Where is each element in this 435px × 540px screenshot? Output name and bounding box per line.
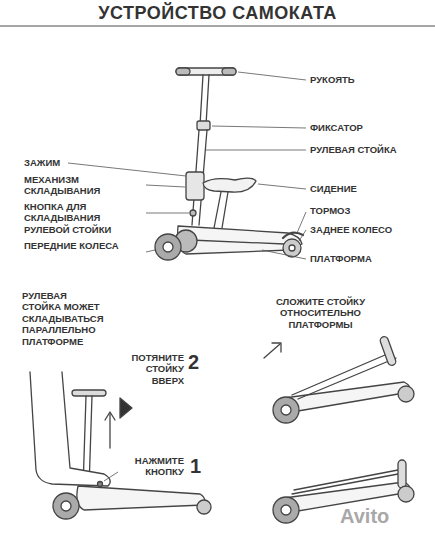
scooter-unfold bbox=[30, 372, 211, 519]
instruction-text: НАЖМИТЕ КНОПКУ bbox=[112, 455, 184, 478]
title: УСТРОЙСТВО САМОКАТА bbox=[0, 3, 435, 24]
watermark: Avito bbox=[340, 504, 430, 528]
part-label: СИДЕНИЕ bbox=[310, 183, 420, 194]
instruction-text: ПОТЯНИТЕ СТОЙКУ ВВЕРХ bbox=[112, 352, 184, 386]
part-label: КНОПКА ДЛЯ СКЛАДЫВАНИЯ РУЛЕВОЙ СТОЙКИ bbox=[24, 201, 142, 235]
part-label: ЗАЖИМ bbox=[24, 157, 142, 168]
part-label: РУЛЕВАЯ СТОЙКА bbox=[310, 144, 420, 155]
instruction-text: СЛОЖИТЕ СТОЙКУ ОТНОСИТЕЛЬНО ПЛАТФОРМЫ bbox=[258, 296, 383, 330]
title-rule bbox=[0, 25, 435, 27]
part-label: РУКОЯТЬ bbox=[310, 74, 420, 85]
step-number: 1 bbox=[190, 454, 210, 478]
part-label: ПЛАТФОРМА bbox=[310, 253, 420, 264]
scooter-main bbox=[155, 68, 303, 260]
step-number: 2 bbox=[188, 350, 208, 374]
instruction-text: РУЛЕВАЯ СТОЙКА МОЖЕТ СКЛАДЫВАТЬСЯ ПАРАЛЛ… bbox=[22, 290, 106, 347]
scooter-folding bbox=[264, 336, 414, 523]
part-label: МЕХАНИЗМ СКЛАДЫВАНИЯ bbox=[24, 174, 142, 197]
part-label: ЗАДНЕЕ КОЛЕСО bbox=[310, 224, 420, 235]
part-label: ТОРМОЗ bbox=[310, 205, 420, 216]
part-label: ФИКСАТОР bbox=[310, 122, 420, 133]
part-label: ПЕРЕДНИЕ КОЛЕСА bbox=[24, 240, 142, 251]
leader-line bbox=[104, 472, 118, 481]
